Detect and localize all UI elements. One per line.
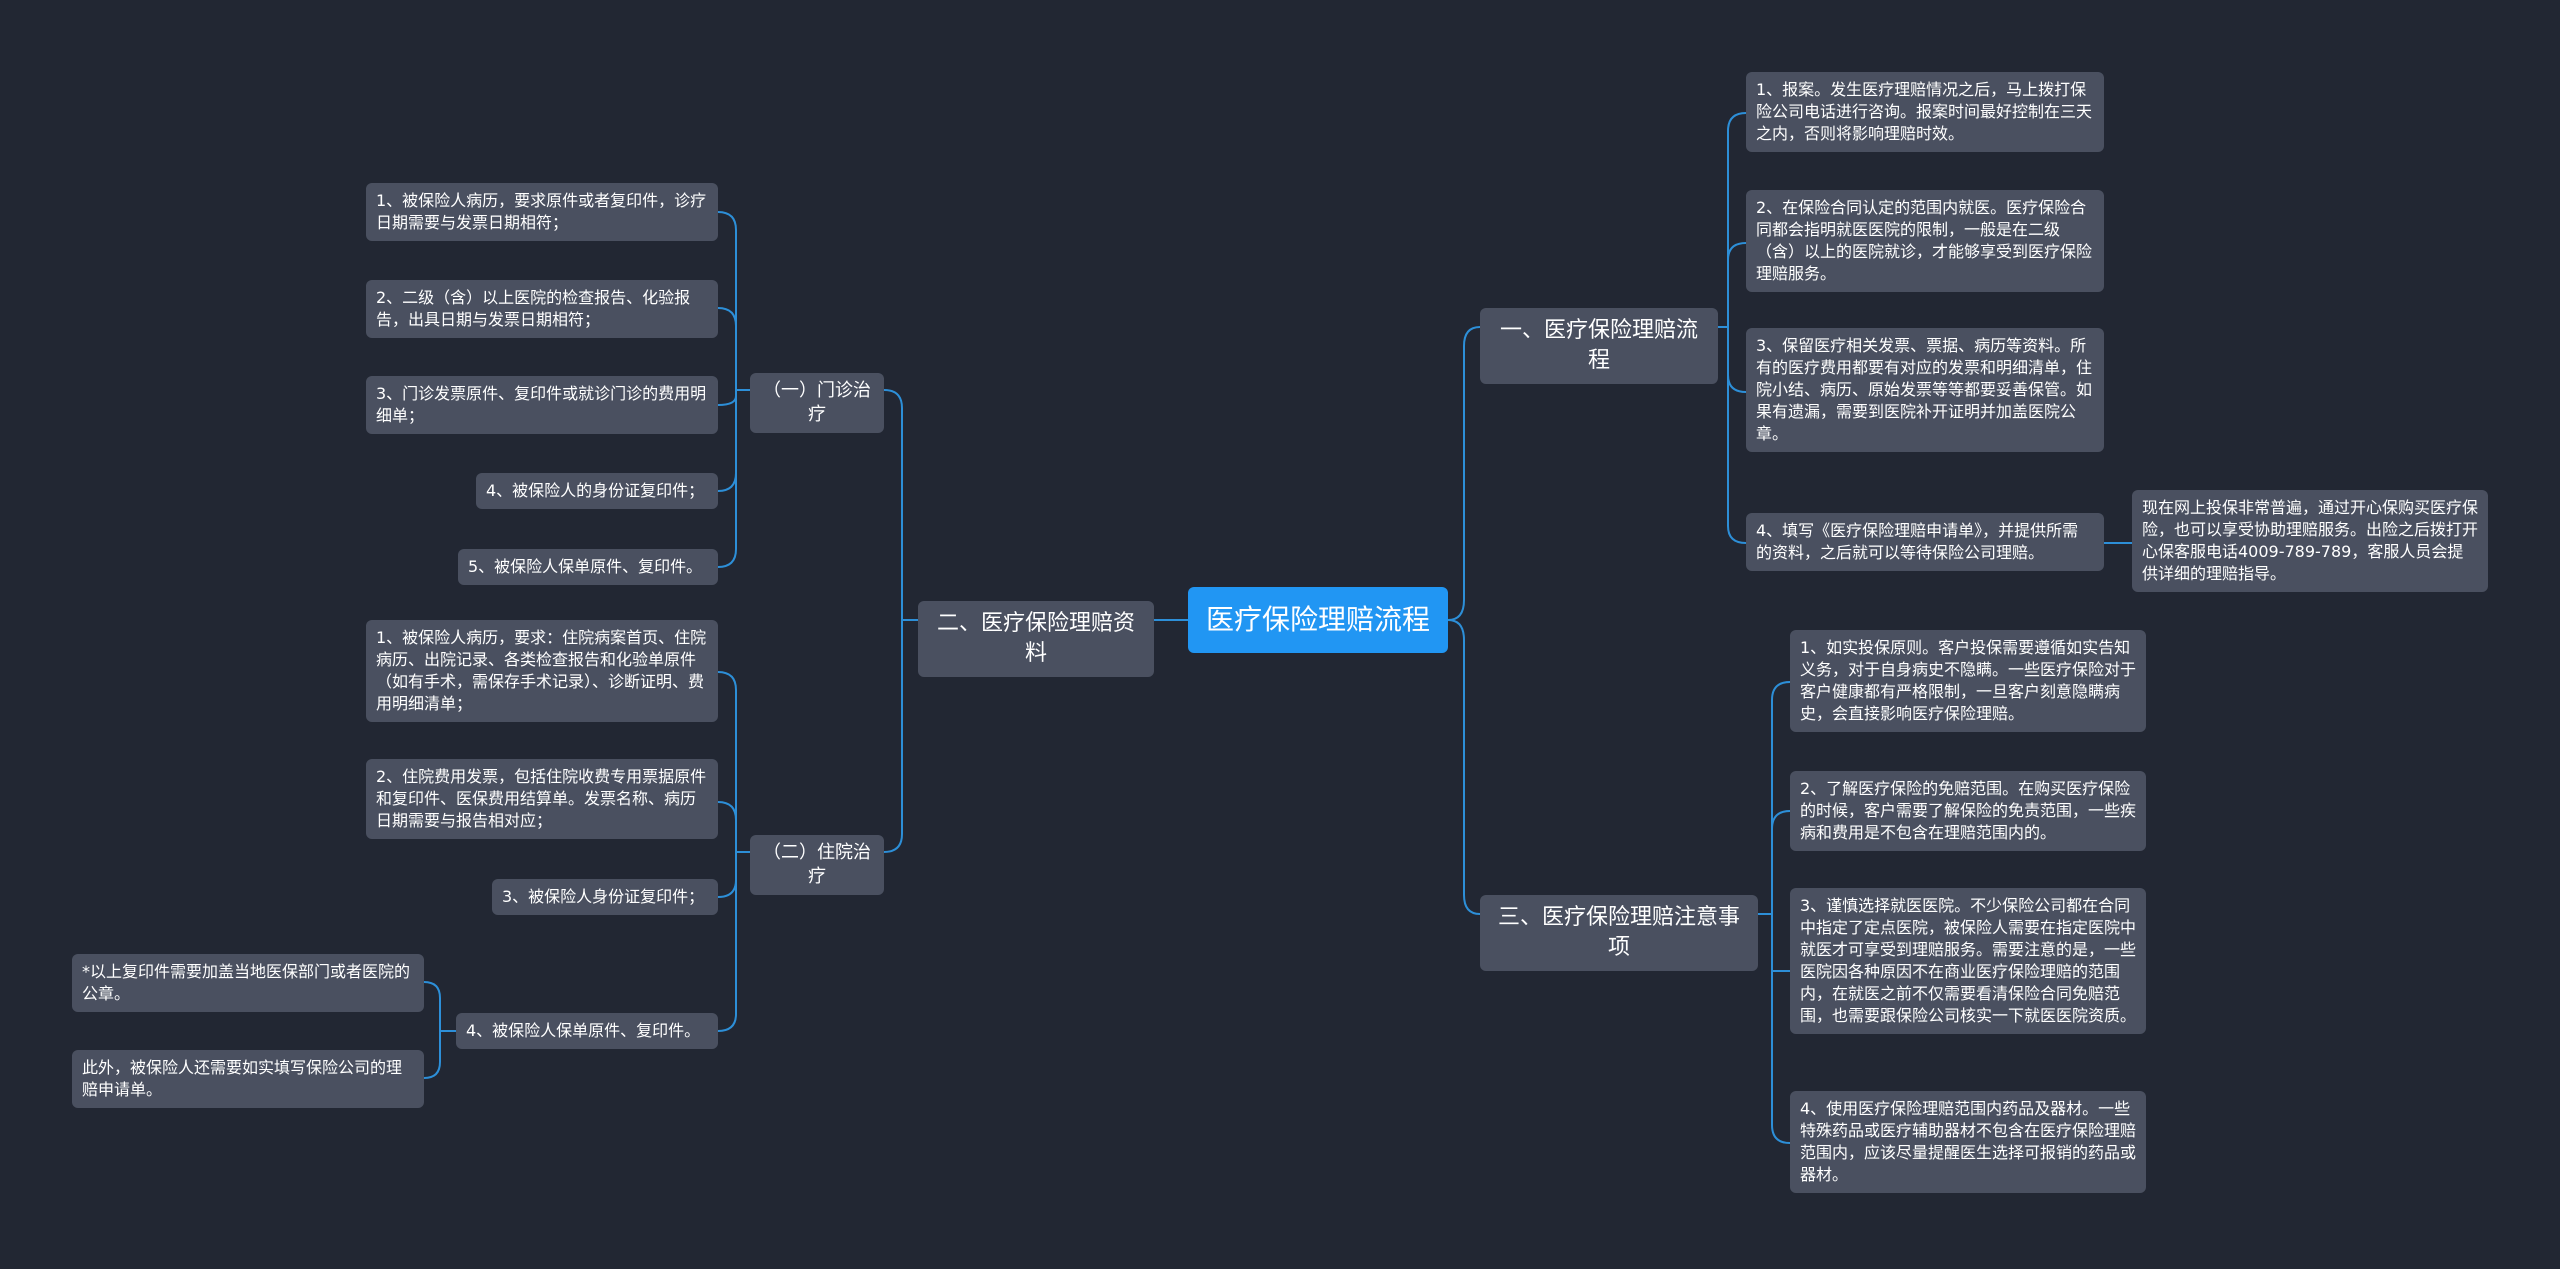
link-s2-i1 [717, 671, 750, 853]
link-b1-i2 [1727, 242, 1747, 327]
link-b1-i4 [1727, 327, 1747, 544]
inpatient-item-2[interactable]: 2、住院费用发票，包括住院收费专用票据原件和复印件、医保费用结算单。发票名称、病… [366, 759, 718, 839]
link-b3-i1 [1758, 681, 1791, 915]
root-topic[interactable]: 医疗保险理赔流程 [1188, 587, 1448, 653]
link-b3-i3 [1771, 914, 1790, 973]
link-b1-i3 [1727, 327, 1747, 393]
link-b3-i2 [1771, 810, 1791, 914]
outpatient-item-4[interactable]: 4、被保险人的身份证复印件； [476, 473, 718, 509]
claim-process-item-1[interactable]: 1、报案。发生医疗理赔情况之后，马上拨打保险公司电话进行咨询。报案时间最好控制在… [1746, 72, 2104, 152]
link-b2-s2 [883, 620, 903, 853]
link-b1-i1 [1718, 112, 1747, 328]
link-s1-i2 [717, 307, 737, 390]
claim-process-item-2[interactable]: 2、在保险合同认定的范围内就医。医疗保险合同都会指明就医医院的限制，一般是在二级… [1746, 190, 2104, 292]
link-s1-i1 [717, 211, 750, 391]
claim-process-item-4-note[interactable]: 现在网上投保非常普遍，通过开心保购买医疗保险，也可以享受协助理赔服务。出险之后拨… [2132, 490, 2488, 592]
outpatient-item-3[interactable]: 3、门诊发票原件、复印件或就诊门诊的费用明细单； [366, 376, 718, 434]
claim-notes-item-3[interactable]: 3、谨慎选择就医医院。不少保险公司都在合同中指定了定点医院，被保险人需要在指定医… [1790, 888, 2146, 1034]
link-s1-i3 [717, 390, 737, 406]
inpatient-item-3[interactable]: 3、被保险人身份证复印件； [492, 879, 718, 915]
inpatient-item-4-note-1[interactable]: *以上复印件需要加盖当地医保部门或者医院的公章。 [72, 954, 424, 1012]
branch-claim-process[interactable]: 一、医疗保险理赔流程 [1480, 308, 1718, 384]
sub-outpatient[interactable]: （一）门诊治疗 [750, 373, 884, 433]
outpatient-item-1[interactable]: 1、被保险人病历，要求原件或者复印件，诊疗日期需要与发票日期相符； [366, 183, 718, 241]
link-s2i4-n2 [423, 1031, 441, 1079]
outpatient-item-2[interactable]: 2、二级（含）以上医院的检查报告、化验报告，出具日期与发票日期相符； [366, 280, 718, 338]
link-s1-i5 [717, 390, 737, 568]
inpatient-item-4[interactable]: 4、被保险人保单原件、复印件。 [456, 1013, 718, 1049]
link-root-b3 [1447, 619, 1481, 915]
link-b2-s1 [883, 389, 918, 621]
claim-notes-item-1[interactable]: 1、如实投保原则。客户投保需要遵循如实告知义务，对于自身病史不隐瞒。一些医疗保险… [1790, 630, 2146, 732]
outpatient-item-5[interactable]: 5、被保险人保单原件、复印件。 [458, 549, 718, 585]
inpatient-item-4-note-2[interactable]: 此外，被保险人还需要如实填写保险公司的理赔申请单。 [72, 1050, 424, 1108]
link-s2i4-n1 [423, 981, 456, 1032]
link-s2-i4 [717, 852, 737, 1032]
branch-claim-documents[interactable]: 二、医疗保险理赔资料 [918, 601, 1154, 677]
claim-process-item-3[interactable]: 3、保留医疗相关发票、票据、病历等资料。所有的医疗费用都要有对应的发票和明细清单… [1746, 328, 2104, 452]
link-b3-i4 [1771, 914, 1791, 1144]
claim-process-item-4[interactable]: 4、填写《医疗保险理赔申请单》，并提供所需的资料，之后就可以等待保险公司理赔。 [1746, 513, 2104, 571]
branch-claim-notes[interactable]: 三、医疗保险理赔注意事项 [1480, 895, 1758, 971]
inpatient-item-1[interactable]: 1、被保险人病历，要求：住院病案首页、住院病历、出院记录、各类检查报告和化验单原… [366, 620, 718, 722]
sub-inpatient[interactable]: （二）住院治疗 [750, 835, 884, 895]
link-root-b1 [1447, 326, 1481, 621]
link-s2-i3 [717, 852, 737, 898]
claim-notes-item-2[interactable]: 2、了解医疗保险的免赔范围。在购买医疗保险的时候，客户需要了解保险的免责范围，一… [1790, 771, 2146, 851]
link-s2-i2 [717, 801, 737, 852]
claim-notes-item-4[interactable]: 4、使用医疗保险理赔范围内药品及器材。一些特殊药品或医疗辅助器材不包含在医疗保险… [1790, 1091, 2146, 1193]
